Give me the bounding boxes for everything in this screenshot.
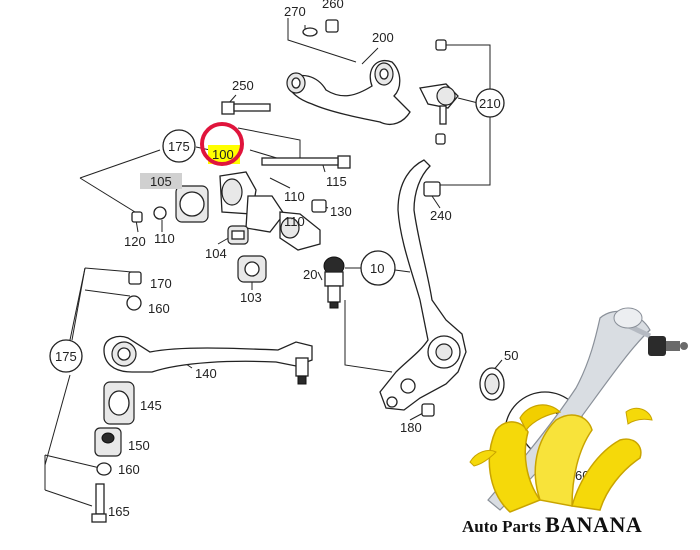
callout-160-lower: 160 bbox=[118, 462, 140, 477]
callout-103: 103 bbox=[240, 290, 262, 305]
leader-lines bbox=[44, 18, 503, 507]
callout-175-top: 175 bbox=[168, 139, 190, 154]
callout-115: 115 bbox=[326, 174, 347, 189]
callout-104: 104 bbox=[205, 246, 227, 261]
banana-logo bbox=[469, 404, 653, 513]
callout-145: 145 bbox=[140, 398, 162, 413]
callout-10: 10 bbox=[370, 261, 384, 276]
callout-150: 150 bbox=[128, 438, 150, 453]
callout-270: 270 bbox=[284, 4, 306, 19]
callout-120: 120 bbox=[124, 234, 146, 249]
callout-130: 130 bbox=[330, 204, 352, 219]
callout-50: 50 bbox=[504, 348, 518, 363]
brand-name: BANANA bbox=[545, 512, 642, 537]
callout-165: 165 bbox=[108, 504, 130, 519]
watermark-brand-text: Auto Parts BANANA bbox=[462, 512, 642, 537]
ball-joint bbox=[323, 256, 345, 309]
bushing-assembly bbox=[140, 171, 321, 283]
callout-175-lower: 175 bbox=[55, 349, 77, 364]
highlight-part-100 bbox=[200, 122, 244, 166]
svg-text:Auto Parts BANANA: Auto Parts BANANA bbox=[462, 512, 642, 537]
callout-100: 100 bbox=[212, 147, 234, 162]
callout-20: 20 bbox=[303, 267, 317, 282]
callout-140: 140 bbox=[195, 366, 217, 381]
callout-170: 170 bbox=[150, 276, 172, 291]
watermark-control-arm-photo bbox=[487, 307, 688, 511]
callout-180: 180 bbox=[400, 420, 422, 435]
callout-110-right: 110 bbox=[284, 189, 305, 204]
callout-200: 200 bbox=[372, 30, 394, 45]
upper-control-arm bbox=[286, 60, 459, 126]
lower-control-arm bbox=[91, 271, 313, 523]
callout-160-upper: 160 bbox=[148, 301, 170, 316]
callout-105: 105 bbox=[150, 174, 172, 189]
brand-prefix: Auto Parts bbox=[462, 517, 545, 536]
callout-labels: 270 260 200 250 210 175 100 105 110 115 … bbox=[55, 0, 589, 519]
callout-250: 250 bbox=[232, 78, 254, 93]
callout-240: 240 bbox=[430, 208, 452, 223]
callout-110-lower: 110 bbox=[284, 214, 305, 229]
small-hardware-top bbox=[131, 19, 447, 223]
callout-circles bbox=[49, 88, 505, 373]
callout-260: 260 bbox=[322, 0, 344, 11]
callout-110-left: 110 bbox=[154, 231, 175, 246]
callout-210: 210 bbox=[479, 96, 501, 111]
